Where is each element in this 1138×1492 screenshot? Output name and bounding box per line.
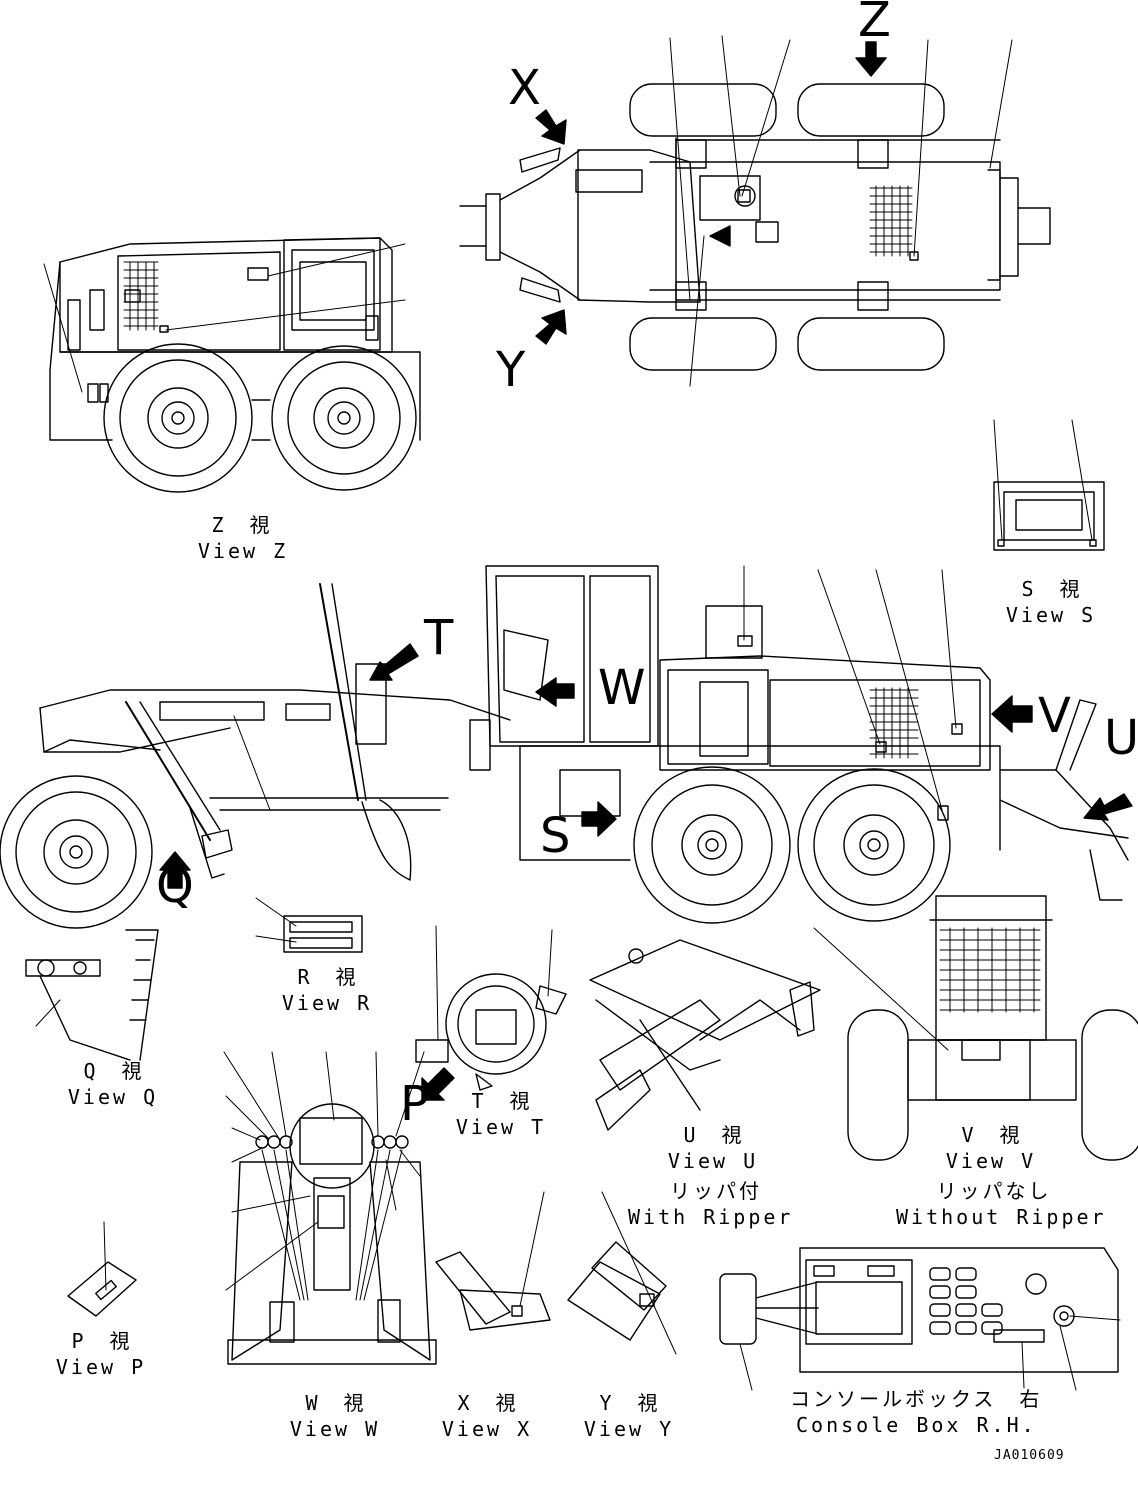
view-w-label-en: View W [289,1417,381,1441]
view-u-note-jp: リッパ付 [670,1179,762,1203]
letter-v: V [1038,688,1071,744]
arrow-t [369,643,419,681]
arrow-x [535,109,567,145]
view-v-note-jp: リッパなし [936,1179,1052,1203]
view-z-drawing [43,237,421,493]
letter-z: Z [858,0,891,48]
arrow-u [1083,793,1133,821]
view-u-note-en: With Ripper [628,1205,794,1229]
view-t-label-en: View T [455,1115,547,1139]
view-z-label-jp: Z 視 [211,513,273,537]
view-v-label-en: View V [945,1149,1037,1173]
view-w-label-jp: W 視 [305,1391,367,1415]
arrow-z [855,41,887,77]
view-p-drawing [67,1221,137,1317]
view-x-drawing [435,1191,551,1331]
view-s-label-jp: S 視 [1021,577,1083,601]
view-q-label-en: View Q [67,1085,159,1109]
letter-q: Q [156,858,194,914]
view-s-label-en: View S [1005,603,1097,627]
view-t-drawing [415,925,567,1091]
view-r-label-en: View R [281,991,373,1015]
console-label-jp: コンソールボックス 右 [790,1387,1043,1411]
view-q-drawing [25,929,159,1061]
view-x-label-en: View X [441,1417,533,1441]
letter-s: S [540,808,571,864]
view-u-label-jp: U 視 [683,1123,745,1147]
view-u-drawing [589,939,821,1131]
view-u-label-en: View U [667,1149,759,1173]
view-q-label-jp: Q 視 [83,1059,145,1083]
drawing-code: JA010609 [994,1448,1065,1463]
view-r-drawing [255,897,363,953]
view-s-drawing [993,419,1105,551]
view-p-label-jp: P 視 [71,1329,133,1353]
view-x-label-jp: X 視 [457,1391,519,1415]
view-w-drawing [223,1051,437,1365]
letter-w: W [598,660,646,716]
view-t-label-jp: T 視 [471,1089,533,1113]
arrow-y [535,309,567,345]
view-v-label-jp: V 視 [961,1123,1023,1147]
arrow-s [581,801,617,837]
letter-x: X [508,60,541,116]
view-y-label-en: View Y [583,1417,675,1441]
view-r-label-jp: R 視 [297,965,359,989]
view-z-label-en: View Z [197,539,289,563]
view-y-label-jp: Y 視 [599,1391,661,1415]
top-plan-drawing [459,35,1051,387]
arrow-w [535,677,575,707]
view-v-drawing [813,895,1138,1161]
view-y-drawing [567,1191,677,1355]
letter-t: T [424,610,454,666]
letter-p: P [400,1076,429,1132]
console-label-en: Console Box R.H. [796,1413,1037,1437]
arrow-v [991,695,1033,733]
main-side-view-drawing [0,565,1129,929]
letter-u: U [1104,710,1138,766]
letter-y: Y [496,342,526,398]
view-p-label-en: View P [55,1355,147,1379]
arrow-p [421,1067,455,1101]
console-box-drawing [719,1247,1121,1391]
view-v-note-en: Without Ripper [896,1205,1107,1229]
arrow-q [159,851,191,889]
